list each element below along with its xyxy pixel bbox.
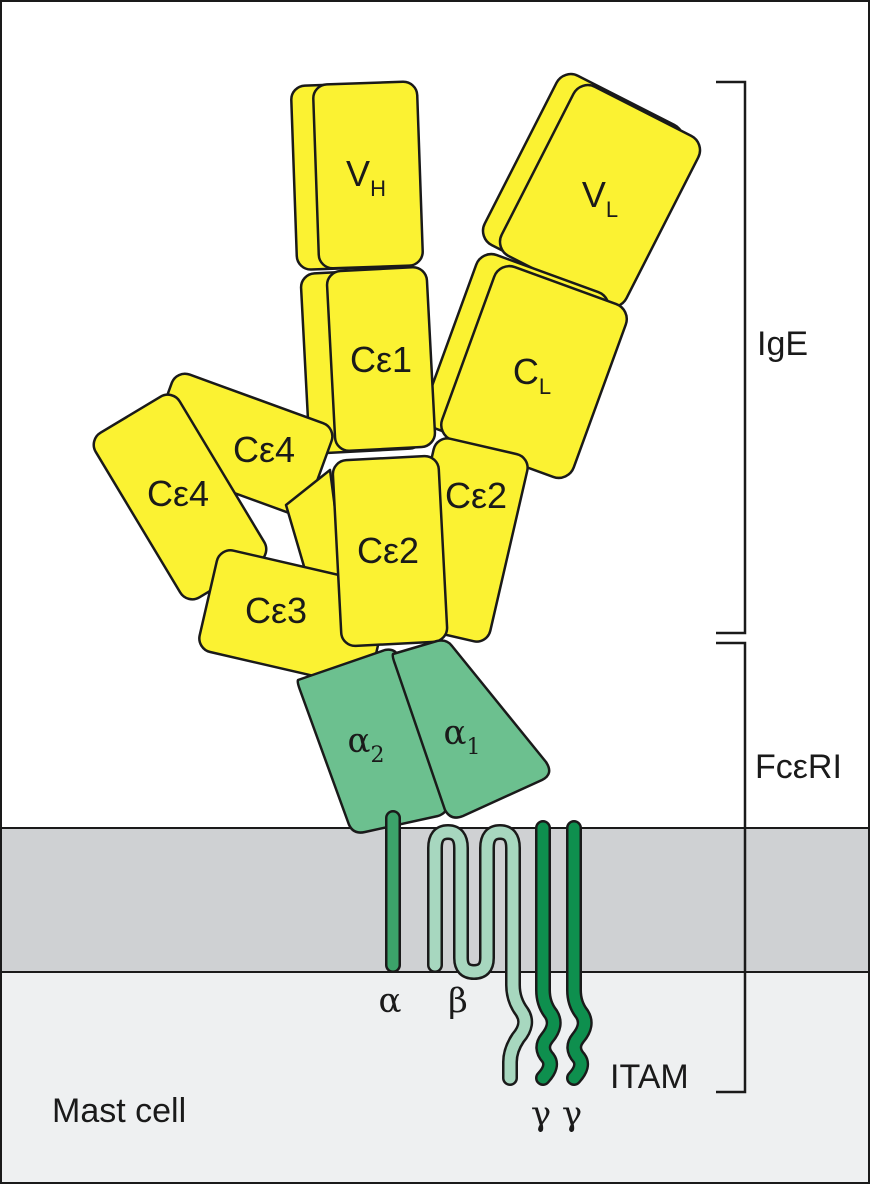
ige-bracket	[716, 80, 747, 635]
ige-vl-domain: VL	[481, 72, 702, 309]
ce4-back-label: Cε4	[233, 429, 295, 470]
ce4-front-label: Cε4	[147, 473, 209, 514]
ige-ce2-left-domain: Cε2	[331, 454, 449, 648]
alpha2-label: α2	[348, 721, 385, 768]
fceri-alpha1-domain: α1	[391, 639, 551, 819]
mast-cell-label: Mast cell	[52, 1092, 186, 1130]
chain-beta-label: β	[448, 981, 468, 1021]
ige-ce4-back-domain: Cε4	[146, 372, 334, 516]
chain-gamma-2-label: γ	[562, 1094, 582, 1134]
ige-ce1-domain: Cε1	[299, 265, 437, 455]
fceri-gamma-chain-2	[566, 820, 593, 1086]
chain-gamma-1-label: γ	[531, 1094, 551, 1134]
ige-bracket-label: IgE	[757, 325, 808, 363]
fceri-bracket	[716, 641, 747, 1094]
chain-alpha-label: α	[379, 981, 402, 1021]
ce1-label: Cε1	[350, 339, 412, 380]
ce2-left-label: Cε2	[357, 530, 419, 571]
cytoplasm	[0, 972, 870, 1184]
fceri-gamma-chain-1	[535, 820, 562, 1086]
vl-label: VL	[582, 174, 618, 222]
cl-label: CL	[513, 351, 551, 399]
fceri-beta-chain	[427, 824, 534, 1086]
alpha1-label: α1	[444, 713, 481, 760]
ce2-right-label: Cε2	[445, 475, 507, 516]
fceri-bracket-label: FcεRI	[755, 748, 842, 786]
ige-vh-domain: VH	[290, 80, 424, 271]
itam-label: ITAM	[610, 1058, 689, 1096]
vh-label: VH	[346, 153, 386, 201]
ce3-label: Cε3	[245, 590, 307, 631]
